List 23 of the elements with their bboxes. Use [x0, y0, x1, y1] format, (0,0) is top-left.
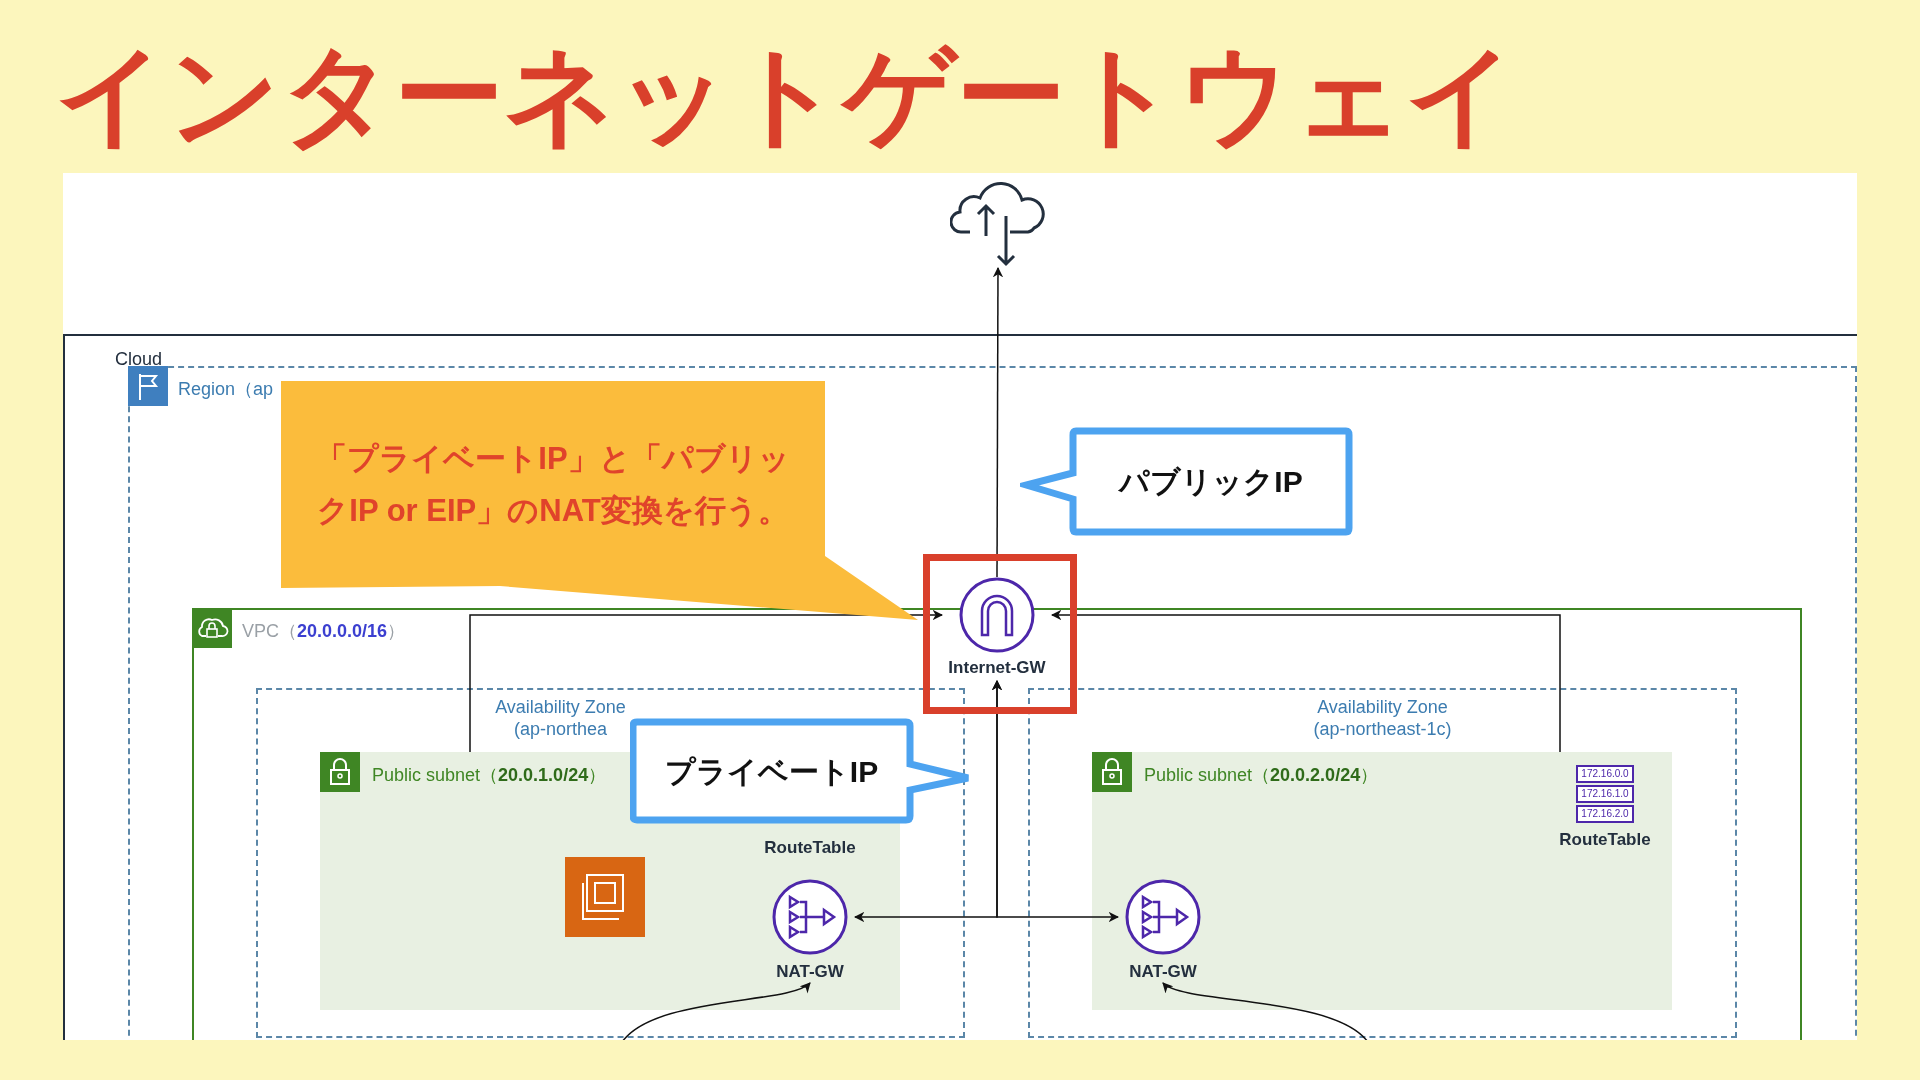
ip-address-entry: 172.16.0.0 [1576, 765, 1634, 783]
zone-label: Availability Zone (ap-northea [494, 696, 627, 740]
ip-address-entry: 172.16.1.0 [1576, 785, 1634, 803]
subnet-label: Public subnet（20.0.1.0/24） [372, 764, 607, 787]
nat-label: NAT-GW [776, 961, 844, 983]
callout-text: 「プライベートIP」と「パブリックIP or EIP」のNAT変換を行う。 [315, 439, 791, 530]
nat-label: NAT-GW [1129, 961, 1197, 983]
vpc-label: VPC（20.0.0.0/16） [242, 620, 406, 643]
arrow [991, 679, 1120, 923]
ip-address-entry: 172.16.2.0 [1576, 805, 1634, 823]
region-label: Region（ap [178, 378, 274, 401]
callout-text: プライベートIP [664, 753, 879, 790]
route-table-label: RouteTable [763, 837, 857, 859]
group-label: Cloud [115, 348, 163, 371]
page-title: インターネットゲートウェイ [55, 34, 1518, 155]
arrow [992, 266, 1004, 578]
subnet-label: Public subnet（20.0.2.0/24） [1144, 764, 1379, 787]
callout-text: パブリックIP [1119, 464, 1303, 500]
arrow [1050, 609, 1561, 753]
arrow [469, 609, 944, 753]
route-table-label: RouteTable [1559, 829, 1651, 851]
gateway-label: Internet-GW [948, 657, 1046, 679]
zone-label: Availability Zone (ap-northeast-1c) [1312, 696, 1453, 740]
